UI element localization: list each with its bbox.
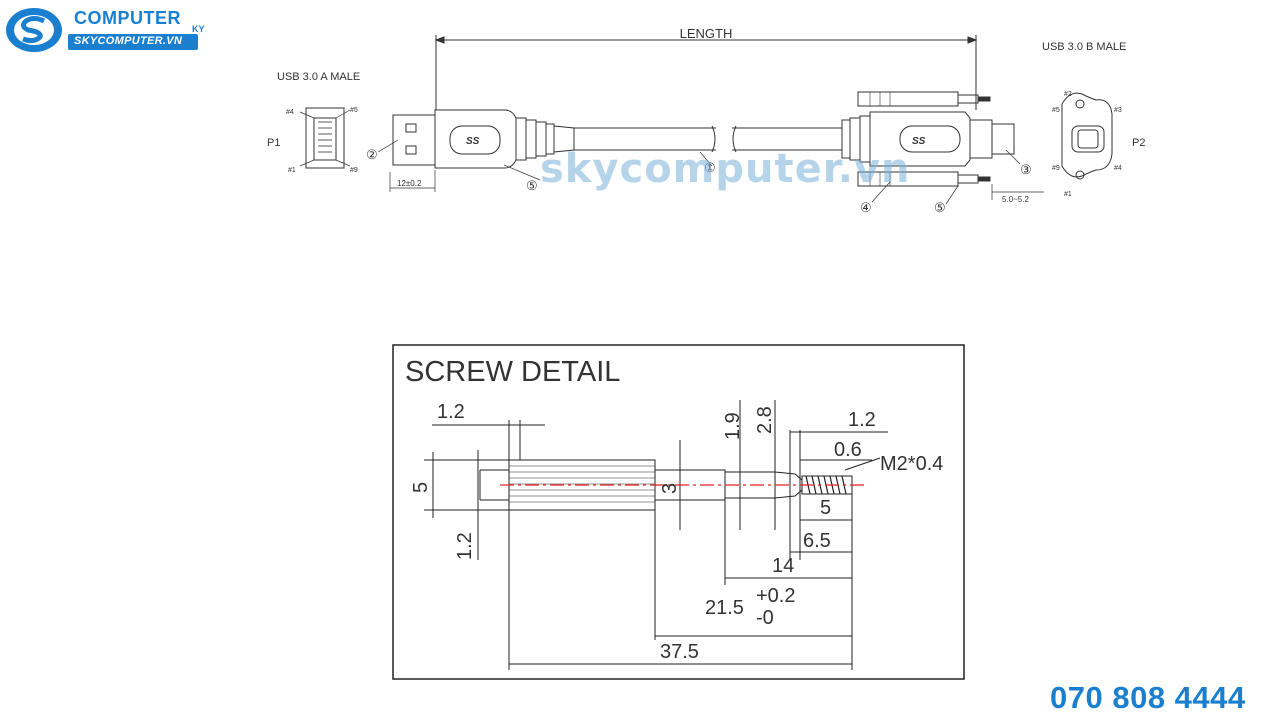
brand-suffix: KY xyxy=(192,24,205,34)
dim-tolerance-minus: -0 xyxy=(756,607,774,629)
screw-detail: SCREW DETAIL xyxy=(392,344,965,680)
b-plug-dimension: 5.0~5.2 xyxy=(1002,195,1029,204)
pin-label: #4 xyxy=(286,109,294,116)
ss-logo-b: SS xyxy=(912,136,926,147)
screw-detail-title: SCREW DETAIL xyxy=(405,356,620,388)
screw-head xyxy=(432,459,510,511)
left-connector-label: USB 3.0 A MALE xyxy=(277,71,360,83)
logo-s-icon xyxy=(6,8,62,52)
screw-detail-frame xyxy=(392,344,965,680)
phone-number[interactable]: 070 808 4444 xyxy=(1050,680,1246,715)
callout-3: ③ xyxy=(1020,162,1032,177)
callout-1: ① xyxy=(704,160,716,175)
watermark: skycomputer.vn xyxy=(540,146,911,192)
dim-recess: 1.2 xyxy=(454,532,476,560)
length-label: LENGTH xyxy=(680,26,733,41)
usb-a-plug xyxy=(392,114,436,166)
p1-label: P1 xyxy=(267,137,280,149)
dim-thread-length: 5 xyxy=(820,497,831,519)
pin-label: #9 xyxy=(1052,165,1060,172)
pin-label: #9 xyxy=(350,167,358,174)
dim-shank-length: 21.5 xyxy=(705,597,744,619)
dim-collar-length: 1.2 xyxy=(848,409,876,431)
dim-collar-diameter: 2.8 xyxy=(754,406,776,434)
usb-b-housing xyxy=(869,111,971,167)
pin-label: #3 xyxy=(1114,107,1122,114)
pin-label: #1 xyxy=(288,167,296,174)
usb-a-front-view xyxy=(305,107,345,169)
callout-5a: ⑤ xyxy=(526,178,538,193)
pin-label: #4 xyxy=(1114,165,1122,172)
dim-total-length: 37.5 xyxy=(660,641,699,663)
callout-2: ② xyxy=(366,147,378,162)
cable-labels: LENGTH USB 3.0 A MALE USB 3.0 B MALE P1 … xyxy=(267,26,1145,215)
brand-bar xyxy=(68,34,198,50)
dim-shank-diameter: 3 xyxy=(659,483,681,494)
dim-tip-length: 6.5 xyxy=(803,530,831,552)
screw-top xyxy=(857,91,959,107)
callout-5b: ⑤ xyxy=(934,200,946,215)
cable-diagram xyxy=(299,35,1113,205)
dim-neck-diameter: 1.9 xyxy=(722,412,744,440)
ss-logo-a: SS xyxy=(466,136,480,147)
dim-neck-length: 14 xyxy=(772,555,794,577)
pin-label: #1 xyxy=(1064,191,1072,198)
brand-logo: COMPUTER KY SKYCOMPUTER.VN xyxy=(4,4,214,56)
pin-label: #2 xyxy=(1064,91,1072,98)
brand-site: SKYCOMPUTER.VN xyxy=(74,35,183,47)
dim-head-diameter: 5 xyxy=(410,482,432,493)
p2-label: P2 xyxy=(1132,137,1145,149)
pin-label: #5 xyxy=(350,107,358,114)
plug-dimension: 12±0.2 xyxy=(397,179,422,188)
brand-name: COMPUTER xyxy=(74,8,181,28)
pin-label: #5 xyxy=(1052,107,1060,114)
callout-4: ④ xyxy=(860,200,872,215)
dim-chamfer: 0.6 xyxy=(834,439,862,461)
usb-b-front-view xyxy=(1061,92,1113,178)
dim-thread: M2*0.4 xyxy=(880,453,943,475)
right-connector-label: USB 3.0 B MALE xyxy=(1042,41,1126,53)
dim-tolerance-plus: +0.2 xyxy=(756,585,795,607)
dim-head-width: 1.2 xyxy=(437,401,465,423)
